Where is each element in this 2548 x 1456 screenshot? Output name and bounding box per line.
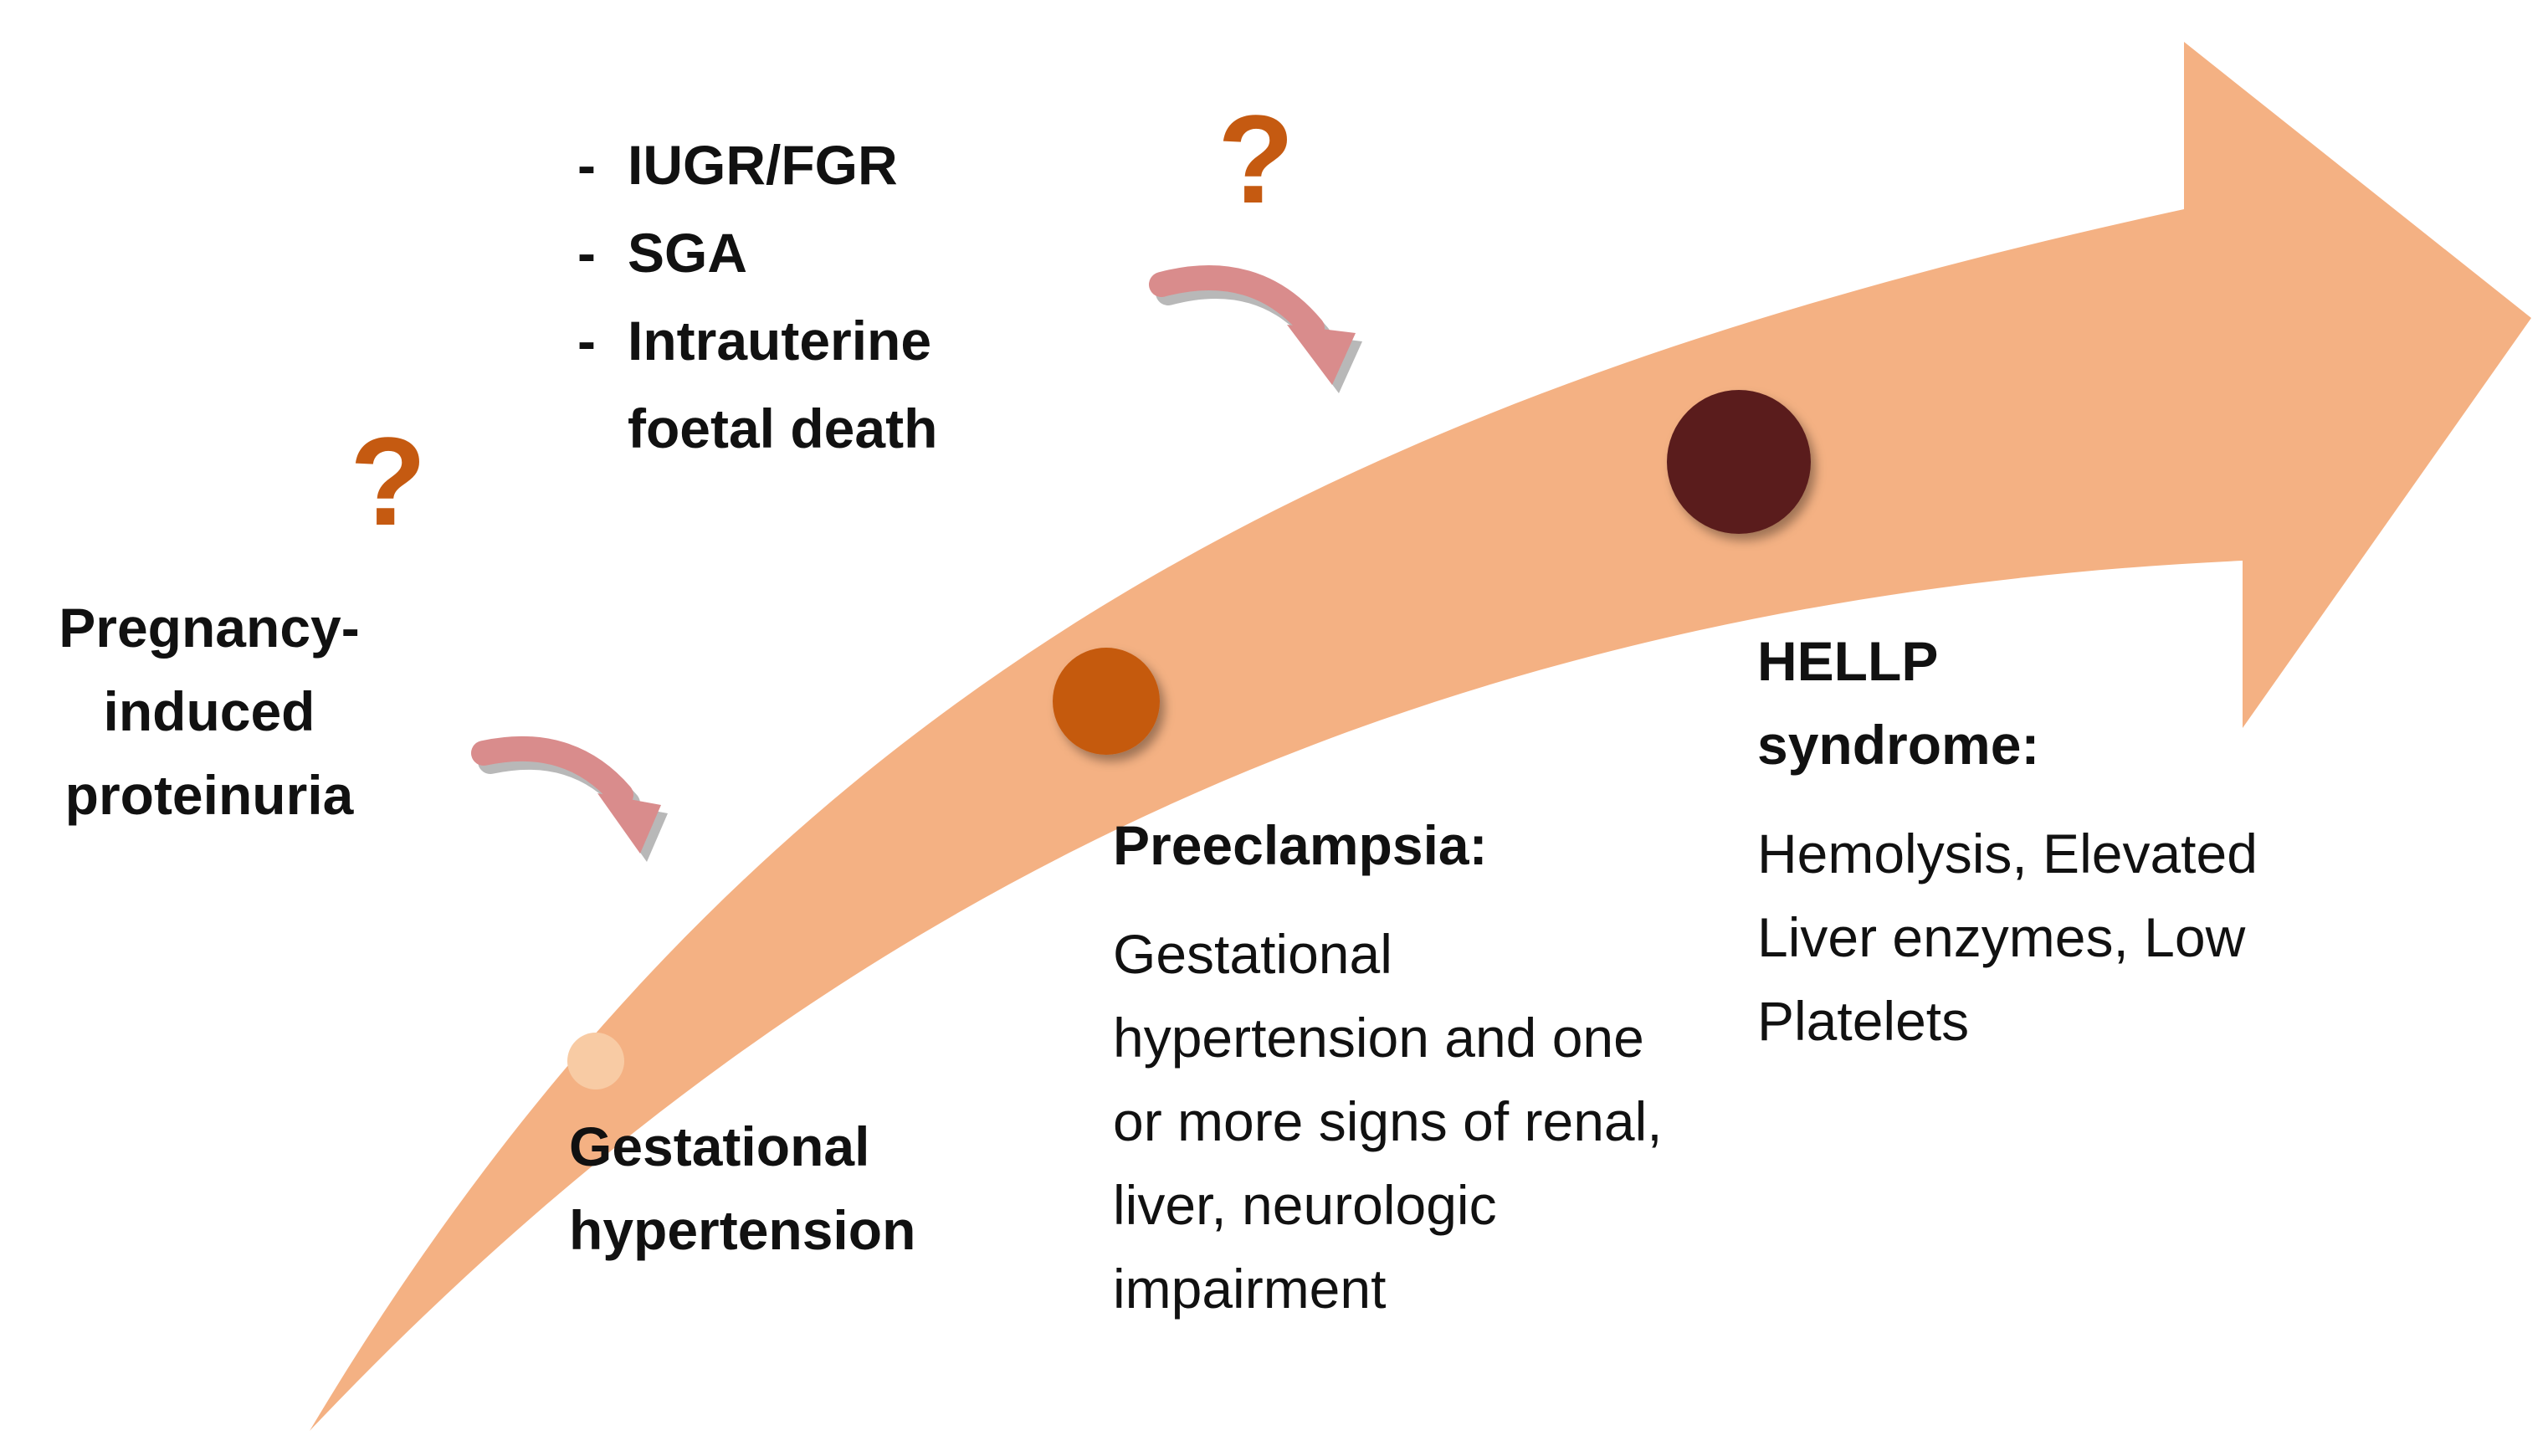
fetal-outcomes-list: -IUGR/FGR -SGA -Intrauterine foetal deat… (577, 121, 1029, 473)
list-dash: - (577, 222, 596, 284)
curved-pointer-arrow-icon (471, 736, 668, 862)
gestational-hypertension-title: Gestational hypertension (569, 1115, 916, 1261)
hellp-syndrome-description: Hemolysis, Elevated Liver enzymes, Low P… (1757, 823, 2258, 1052)
preeclampsia-dot (1053, 648, 1160, 755)
outcome-text: SGA (628, 222, 748, 284)
preeclampsia-description: Gestational hypertension and one or more… (1113, 923, 1663, 1320)
pregnancy-induced-proteinuria-label: Pregnancy-induced proteinuria (59, 597, 360, 826)
hellp-syndrome-title: HELLP syndrome: (1757, 630, 2040, 776)
list-dash: - (577, 134, 596, 196)
outcome-text: Intrauterine foetal death (628, 310, 938, 459)
list-item: -SGA (577, 209, 1029, 297)
curved-pointer-arrow-icon (1149, 264, 1362, 393)
progression-arrow (310, 42, 2531, 1431)
gestational-hypertension-dot (567, 1033, 624, 1089)
hellp-dot (1667, 390, 1811, 534)
list-item: -IUGR/FGR (577, 121, 1029, 209)
outcome-text: IUGR/FGR (628, 134, 898, 196)
question-mark-icon: ? (350, 411, 427, 551)
list-dash: - (577, 310, 596, 372)
preeclampsia-title: Preeclampsia: (1113, 814, 1488, 876)
question-mark-icon: ? (1218, 89, 1295, 229)
list-item: -Intrauterine foetal death (577, 297, 1029, 473)
